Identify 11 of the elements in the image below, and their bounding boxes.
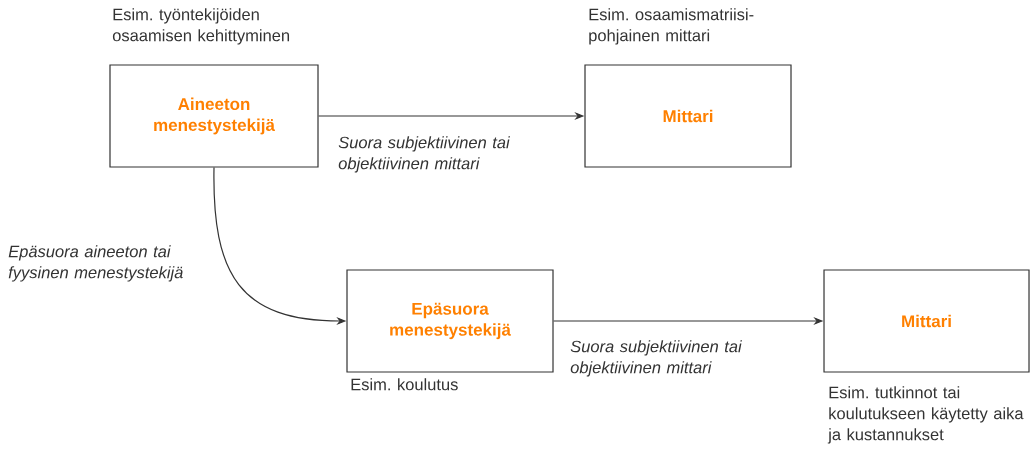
annotation-text: Esim. tutkinnot tai koulutukseen käytetty aika ja kustannukset: [827, 386, 1024, 444]
process-box: Epäsuora menestystekijä: [346, 269, 554, 373]
edge-label: Epäsuora aineeton tai fyysinen menestystekijä: [8, 245, 183, 282]
annotation-text: Esim. koulutus: [351, 378, 458, 391]
process-box: Mittari: [584, 64, 792, 168]
process-box: Mittari: [823, 269, 1030, 373]
edge-label: Suora subjektiivinen tai objektiivinen mittari: [570, 340, 743, 377]
annotation-text: Esim. osaamismatriisi-pohjainen mittari: [589, 8, 754, 45]
process-box: Aineeton menestystekijä: [109, 64, 319, 168]
edge-label: Suora subjektiivinen tai objektiivinen mittari: [338, 136, 511, 173]
annotation-text: Esim. työntekijöiden osaamisen kehittyminen: [112, 8, 289, 45]
